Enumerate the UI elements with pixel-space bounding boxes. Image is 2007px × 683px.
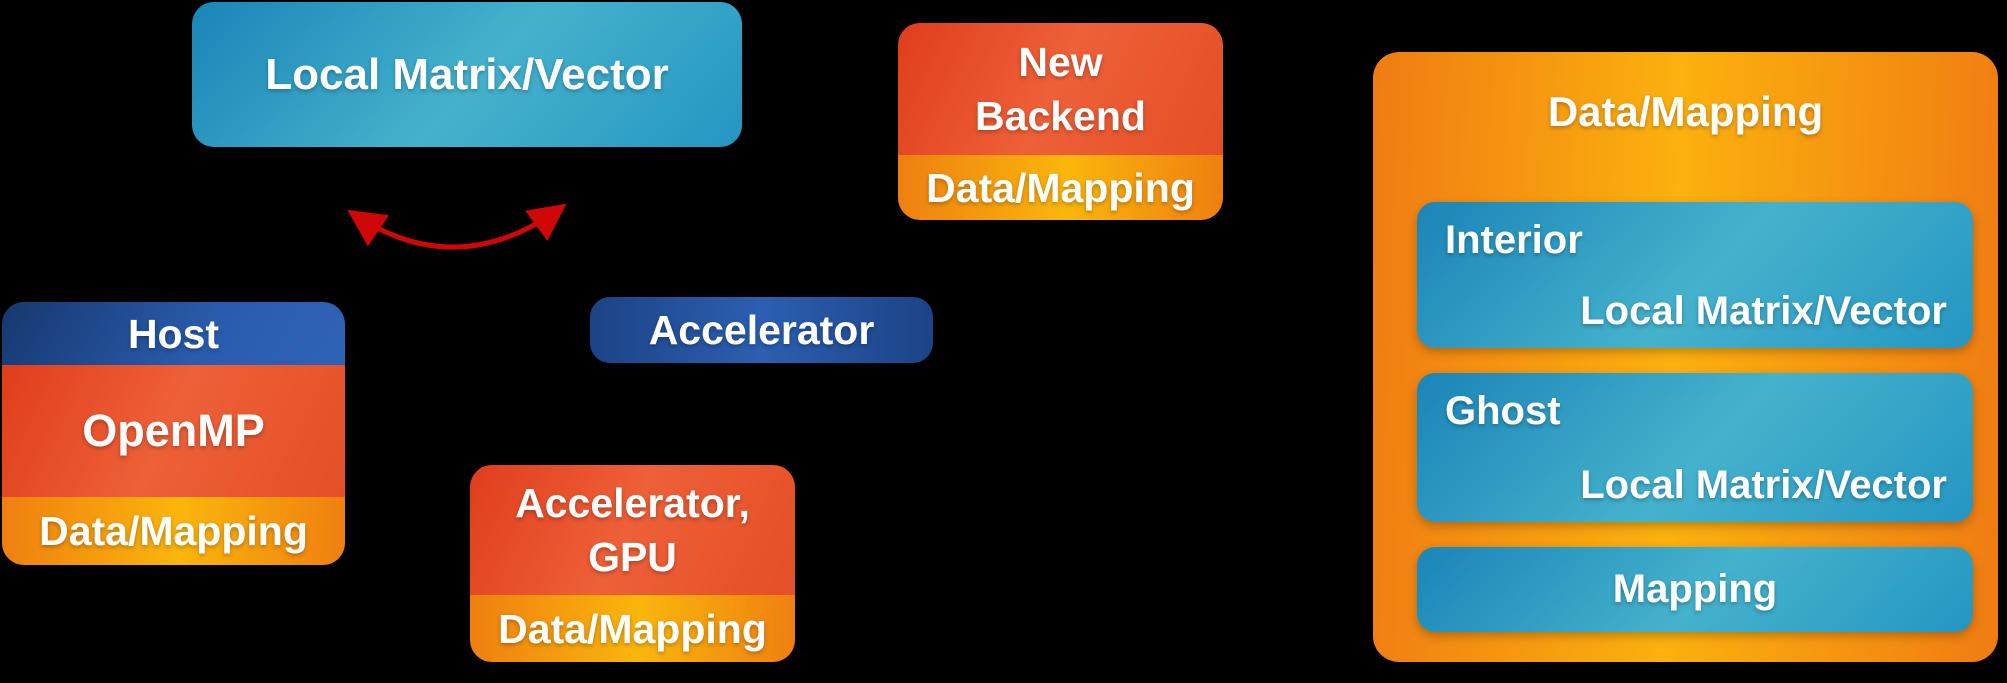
accelerator-gpu-data-mapping-strip: Data/Mapping [470, 595, 795, 662]
panel-data-mapping-title: Data/Mapping [1547, 88, 1824, 135]
panel-data-mapping: Data/Mapping Interior Local Matrix/Vecto… [1373, 52, 1998, 662]
host-label: Host [127, 310, 220, 357]
node-interior: Interior Local Matrix/Vector [1417, 202, 1973, 348]
host-data-mapping-label: Data/Mapping [39, 508, 308, 554]
accelerator-gpu-title-line2: GPU [588, 534, 677, 580]
interior-label: Interior [1445, 218, 1583, 262]
node-accelerator: Accelerator [590, 297, 933, 363]
host-header-section: Host [2, 302, 345, 365]
ghost-local-matrix-vector-label: Local Matrix/Vector [1580, 463, 1947, 507]
new-backend-title-line1: New [1018, 39, 1103, 85]
node-host-openmp: Host OpenMP Data/Mapping [2, 302, 345, 565]
accelerator-gpu-title-line1: Accelerator, [515, 480, 750, 526]
new-backend-data-mapping-label: Data/Mapping [926, 164, 1195, 211]
openmp-section: OpenMP [2, 365, 345, 497]
host-data-mapping-strip: Data/Mapping [2, 497, 345, 565]
ghost-label: Ghost [1445, 389, 1561, 433]
node-new-backend-data-mapping-strip: Data/Mapping [898, 155, 1223, 220]
bidirectional-arrow-icon [347, 203, 567, 250]
openmp-label: OpenMP [82, 405, 265, 456]
new-backend-title-line2: Backend [975, 93, 1146, 139]
accelerator-gpu-data-mapping-label: Data/Mapping [498, 605, 767, 652]
node-local-matrix-vector: Local Matrix/Vector [192, 2, 742, 147]
interior-local-matrix-vector-label: Local Matrix/Vector [1580, 289, 1947, 333]
accelerator-gpu-title-section: Accelerator, GPU [470, 465, 795, 595]
node-new-backend-title-section: New Backend [898, 23, 1223, 155]
node-new-backend: New Backend Data/Mapping [898, 23, 1223, 220]
node-local-matrix-vector-label: Local Matrix/Vector [265, 49, 669, 99]
accelerator-label: Accelerator [648, 306, 875, 353]
mapping-label: Mapping [1612, 567, 1778, 611]
node-accelerator-gpu: Accelerator, GPU Data/Mapping [470, 465, 795, 662]
node-mapping: Mapping [1417, 547, 1973, 632]
node-ghost: Ghost Local Matrix/Vector [1417, 373, 1973, 522]
